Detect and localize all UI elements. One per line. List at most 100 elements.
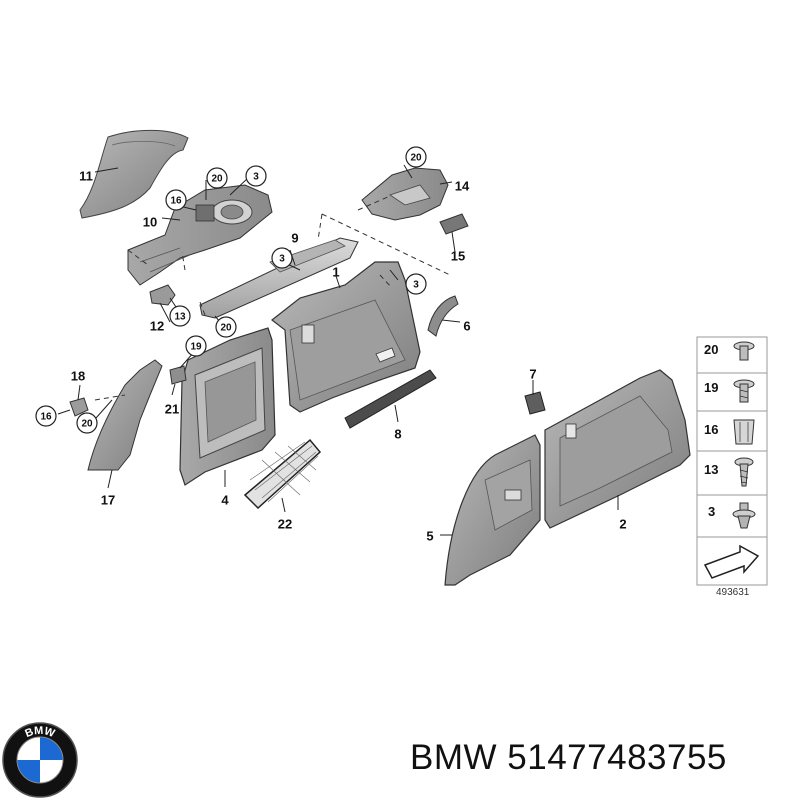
callout-number: 4 bbox=[221, 493, 229, 508]
callout-number: 16 bbox=[170, 196, 182, 207]
callout-circle bbox=[206, 167, 228, 189]
part-22-net bbox=[243, 438, 322, 510]
callout-number: 22 bbox=[278, 517, 292, 532]
callout-number: 20 bbox=[81, 419, 93, 430]
legend-label-19: 19 bbox=[704, 380, 718, 395]
callout-circle bbox=[245, 165, 267, 187]
part-18-bracket bbox=[69, 397, 89, 417]
part-5-lower-trim bbox=[444, 434, 541, 586]
legend-label-13: 13 bbox=[704, 462, 718, 477]
callout-number: 8 bbox=[394, 427, 401, 442]
callout-number: 18 bbox=[71, 369, 85, 384]
callout-circled-3: 3 bbox=[405, 273, 427, 295]
callout-number: 13 bbox=[174, 312, 186, 323]
part-1-side-panel bbox=[271, 261, 421, 413]
part-4-storage-bin bbox=[179, 327, 276, 486]
screw-with-washer-icon bbox=[733, 379, 755, 403]
callout-number: 15 bbox=[451, 249, 465, 264]
part-10-carrier bbox=[127, 184, 273, 286]
callout-number: 20 bbox=[211, 174, 223, 185]
callout-number: 16 bbox=[40, 412, 52, 423]
legend-label-3: 3 bbox=[708, 504, 715, 519]
callout-circle bbox=[76, 412, 98, 434]
callout-7: 7 bbox=[529, 367, 536, 382]
callout-14: 14 bbox=[455, 179, 470, 194]
part-2-right-panel bbox=[544, 369, 691, 529]
callout-number: 9 bbox=[291, 231, 298, 246]
callout-number: 11 bbox=[79, 169, 93, 184]
callout-number: 6 bbox=[463, 319, 470, 334]
callout-18: 18 bbox=[71, 369, 85, 384]
dashed-relation-lines bbox=[94, 195, 451, 401]
fastener-legend: 20 19 16 13 3 bbox=[696, 336, 768, 598]
callout-circled-19: 19 bbox=[185, 335, 207, 357]
callout-circled-16: 16 bbox=[165, 189, 187, 211]
part-6-handle bbox=[427, 295, 459, 337]
callout-circled-20: 20 bbox=[76, 412, 98, 434]
callout-9: 9 bbox=[291, 231, 298, 246]
callout-11: 11 bbox=[79, 169, 93, 184]
clip-nut-icon bbox=[733, 419, 755, 445]
forward-direction-arrow-icon bbox=[703, 544, 760, 579]
callout-5: 5 bbox=[426, 529, 433, 544]
callout-17: 17 bbox=[101, 493, 115, 508]
callout-circled-20: 20 bbox=[215, 316, 237, 338]
bmw-logo: BMW bbox=[2, 722, 78, 798]
callout-10: 10 bbox=[143, 215, 157, 230]
part-12-bracket bbox=[149, 284, 176, 306]
callout-22: 22 bbox=[278, 517, 292, 532]
expanding-rivet-icon bbox=[732, 502, 756, 529]
callout-number: 20 bbox=[410, 153, 422, 164]
part-15-pad bbox=[439, 213, 469, 235]
part-8-strip bbox=[344, 369, 437, 429]
part-7-hook bbox=[524, 391, 546, 415]
callout-number: 12 bbox=[150, 319, 164, 334]
callout-12: 12 bbox=[150, 319, 164, 334]
callout-circle bbox=[185, 335, 207, 357]
callout-4: 4 bbox=[221, 493, 229, 508]
legend-label-20: 20 bbox=[704, 342, 718, 357]
callout-number: 5 bbox=[426, 529, 433, 544]
callout-number: 21 bbox=[165, 402, 179, 417]
legend-label-16: 16 bbox=[704, 422, 718, 437]
callout-circle bbox=[271, 247, 293, 269]
bmw-logo-lettering: BMW bbox=[23, 725, 56, 740]
callout-1: 1 bbox=[332, 265, 339, 280]
callout-15: 15 bbox=[451, 249, 465, 264]
part-17-pillar-trim bbox=[87, 359, 163, 471]
callout-circled-3: 3 bbox=[245, 165, 267, 187]
callout-number: 3 bbox=[279, 254, 285, 265]
caption-part-number: 51477483755 bbox=[507, 738, 727, 777]
callout-circle bbox=[35, 405, 57, 427]
callout-circled-3: 3 bbox=[271, 247, 293, 269]
screw-with-washer-icon bbox=[733, 341, 755, 361]
callout-6: 6 bbox=[463, 319, 470, 334]
callout-circled-16: 16 bbox=[35, 405, 57, 427]
callout-21: 21 bbox=[165, 402, 179, 417]
callout-number: 1 bbox=[332, 265, 339, 280]
callout-number: 17 bbox=[101, 493, 115, 508]
part-11-trim-strip bbox=[79, 129, 189, 219]
callout-circle bbox=[405, 273, 427, 295]
callout-circle bbox=[215, 316, 237, 338]
part-14-carrier bbox=[361, 167, 449, 221]
callout-number: 3 bbox=[253, 172, 259, 183]
callout-number: 10 bbox=[143, 215, 157, 230]
callout-number: 2 bbox=[619, 517, 626, 532]
diagram-reference-number: 493631 bbox=[716, 587, 750, 598]
part-21-clip bbox=[169, 365, 187, 385]
callout-number: 20 bbox=[220, 323, 232, 334]
callout-circled-13: 13 bbox=[169, 305, 191, 327]
callout-2: 2 bbox=[619, 517, 626, 532]
tapping-screw-icon bbox=[734, 457, 754, 487]
callout-number: 7 bbox=[529, 367, 536, 382]
callout-circle bbox=[165, 189, 187, 211]
callout-number: 3 bbox=[413, 280, 419, 291]
part-caption: BMW 51477483755 bbox=[410, 738, 727, 778]
callout-number: 14 bbox=[455, 179, 470, 194]
callout-circle bbox=[169, 305, 191, 327]
callout-8: 8 bbox=[394, 427, 401, 442]
caption-brand: BMW bbox=[410, 738, 498, 777]
